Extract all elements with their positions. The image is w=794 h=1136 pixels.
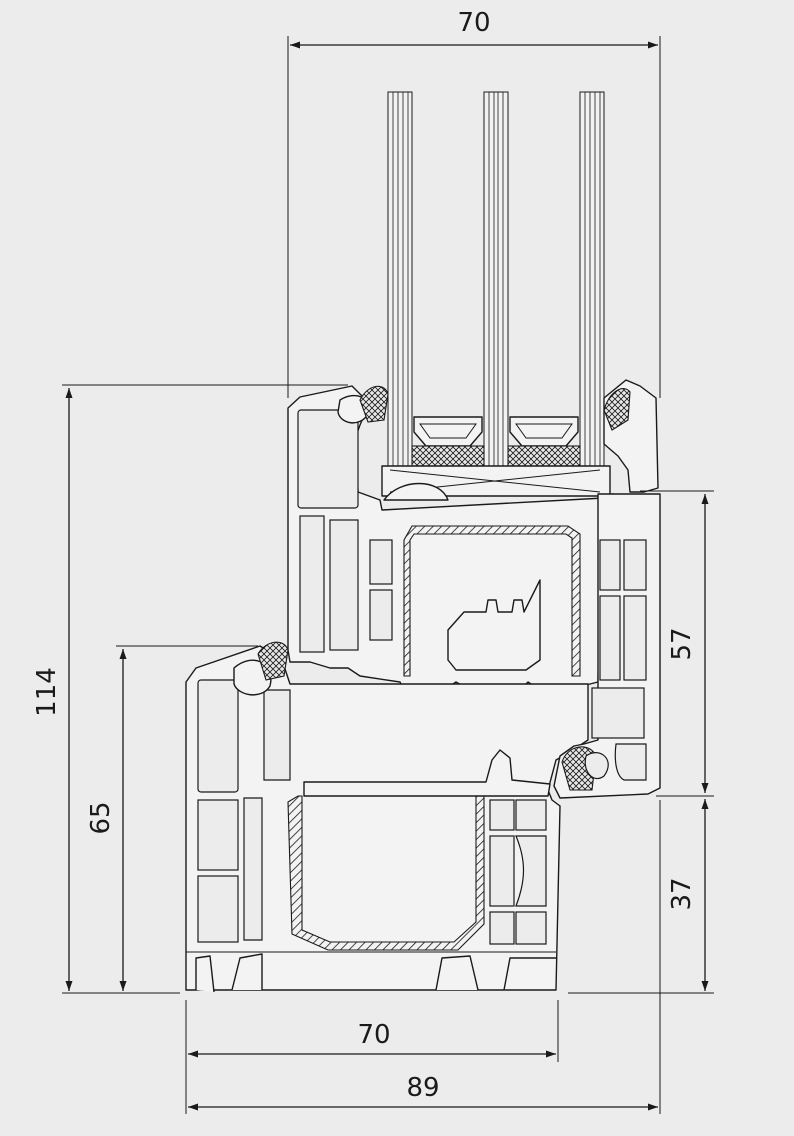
sash-profile bbox=[287, 379, 659, 691]
dimension-lines bbox=[62, 36, 714, 1114]
frame-profile bbox=[185, 493, 661, 993]
dim-frame-height-label: 65 bbox=[86, 801, 116, 834]
glazing-unit bbox=[381, 91, 611, 501]
dim-top-width-label: 70 bbox=[457, 8, 490, 38]
dim-bottom-frame-width-label: 70 bbox=[357, 1020, 390, 1050]
dim-total-height-label: 114 bbox=[32, 667, 62, 717]
dim-sash-height-label: 57 bbox=[667, 627, 697, 660]
dim-bottom-total-width-label: 89 bbox=[406, 1073, 439, 1103]
dim-lower-depth-label: 37 bbox=[667, 877, 697, 910]
